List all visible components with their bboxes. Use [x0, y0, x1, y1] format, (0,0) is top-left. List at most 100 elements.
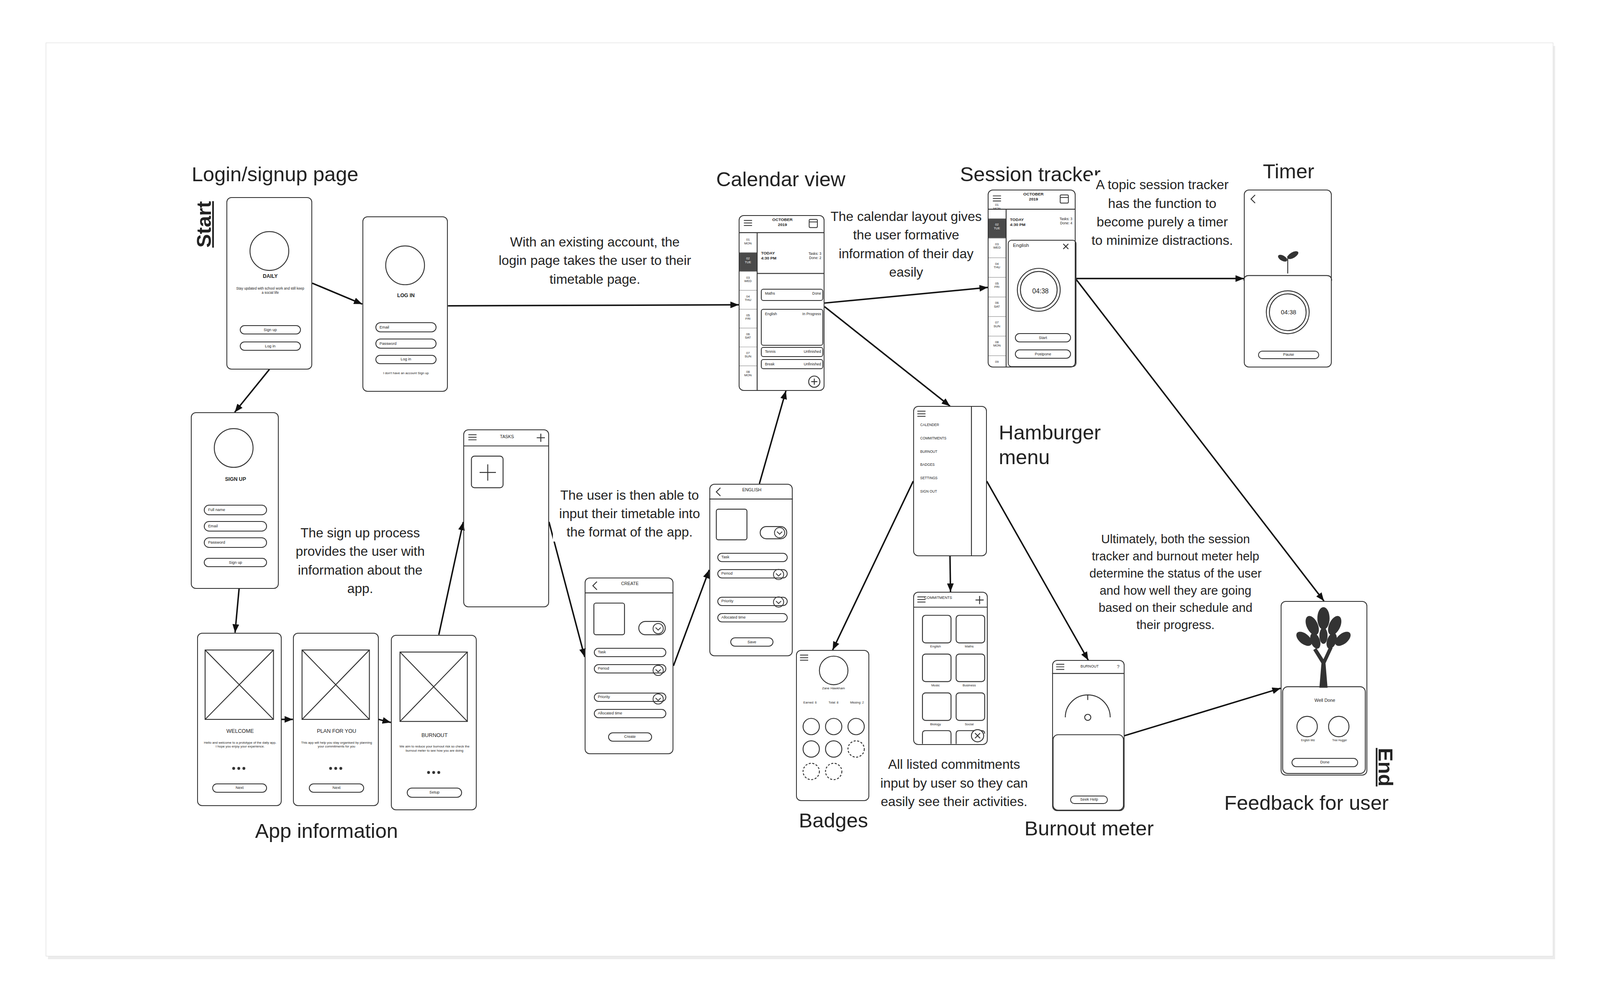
day-label: 02 TUE: [988, 223, 1006, 231]
screen-icons: [971, 729, 984, 742]
task-row: BreakUnfinished: [760, 359, 824, 370]
screen-icons: [302, 649, 370, 720]
screen-text: COMMITMENTS: [920, 436, 972, 441]
screen-heading: Hamburger menu: [998, 420, 1111, 470]
screen-icons: [463, 209, 1125, 674]
screen-text: Earned: 6: [798, 701, 822, 705]
screen-icons: [743, 220, 753, 226]
screen-icons: [992, 195, 1002, 201]
input-field: Period: [593, 664, 667, 674]
screen-text: Social: [952, 722, 986, 727]
button-pill: Log in: [375, 354, 437, 365]
screen-text: PLAN FOR YOU: [293, 728, 380, 735]
screen-frame: COMMITMENTSEnglishMathsMusicBusinessBiol…: [913, 591, 988, 745]
screen-text: CREATE: [585, 581, 675, 587]
screen-text: Stay updated with school work and still …: [235, 286, 306, 296]
day-label: 01 MON: [739, 238, 757, 246]
day-label: 02 TUE: [739, 256, 757, 265]
day-highlight: [738, 252, 758, 272]
screen-icons: [808, 375, 820, 388]
screen-icons: [205, 649, 274, 720]
screen-icons: [774, 527, 785, 538]
button-text: Priority: [721, 599, 734, 604]
annotation-note: The user is then able to input their tim…: [552, 485, 707, 542]
flow-marker: Start: [189, 193, 219, 255]
button-text: Allocated time: [598, 711, 623, 716]
screen-icons: [205, 649, 274, 720]
screen-text: Well Done: [1281, 697, 1369, 704]
button-text: Email: [208, 524, 218, 529]
button-text: Task: [598, 650, 607, 655]
input-field: Task: [593, 647, 667, 658]
screen-icons: [1243, 275, 1332, 281]
flow-arrow: [824, 306, 951, 407]
day-label: 03 WED: [988, 242, 1006, 250]
annotation-note: All listed commitments input by user so …: [879, 755, 1029, 811]
screen-text: SIGN UP: [191, 476, 280, 483]
button-text: Password: [379, 341, 397, 346]
button-text: Next: [235, 785, 244, 790]
screen-icons: [803, 740, 865, 780]
annotation-note: With an existing account, the login page…: [498, 232, 692, 289]
day-highlight: [987, 336, 1007, 337]
screen-text: Unfinished: [790, 362, 822, 367]
flow-arrow: [281, 718, 293, 721]
screen-icons: [1287, 256, 1289, 274]
screen-text: SIGN OUT: [920, 489, 972, 494]
screen-icons: [716, 509, 748, 540]
tree-illustration: [1276, 253, 1289, 263]
screen-text: Tasks: 3 Done: 2: [802, 251, 822, 261]
input-field: Email: [375, 322, 437, 333]
screen-icons: [847, 718, 865, 735]
screen-icons: [956, 693, 985, 721]
screen-icons: [1055, 664, 1065, 670]
flow-arrow: [438, 521, 463, 635]
screen-heading: Feedback for user: [1201, 790, 1412, 816]
flow-arrow: [824, 287, 988, 304]
button-text: Password: [208, 540, 226, 545]
screen-icons: [1266, 290, 1310, 334]
flow-arrow: [832, 481, 914, 651]
screen-icons: [249, 231, 289, 271]
screen-icons: [536, 433, 984, 604]
flow-arrow: [950, 556, 951, 592]
button-pill: Next: [308, 783, 365, 793]
screen-frame: ENGLISHTaskPeriodPriorityAllocated timeS…: [709, 483, 794, 657]
flow-arrow: [673, 570, 709, 666]
screen-icons: [593, 603, 625, 635]
screen-text: BURNOUT: [391, 732, 478, 739]
screen-icons: [329, 767, 333, 771]
button-text: Sign up: [263, 328, 277, 332]
screen-icons: [471, 456, 504, 488]
flow-arrow: [378, 719, 391, 723]
input-field: Allocated time: [593, 708, 667, 719]
screen-text: Maths: [765, 291, 794, 296]
screen-frame: TASKS: [463, 429, 550, 607]
screen-frame: BadgesZane HawkhamEarned: 6Total: 8Missi…: [796, 649, 870, 802]
button-text: Seek Help: [1080, 797, 1099, 802]
button-text: Save: [747, 640, 757, 645]
screen-icons: [437, 770, 441, 774]
task-row: TennisUnfinished: [760, 346, 824, 357]
screen-icons: [232, 767, 441, 775]
screen-text: TODAY 4:30 PM: [1009, 217, 1033, 227]
screen-text: Tree Hugger: [1329, 738, 1350, 743]
screen-icons: [922, 654, 951, 682]
screen-icons: [400, 652, 468, 722]
tree-illustration: [1317, 607, 1330, 630]
task-row: EnglishIn Progress: [760, 308, 824, 346]
screen-text: SETTINGS: [920, 476, 972, 481]
day-highlight: [987, 277, 1007, 278]
screen-icons: [811, 378, 818, 386]
day-highlight: [987, 218, 1007, 239]
button-text: Pause: [1283, 352, 1295, 357]
flow-marker: End: [1371, 736, 1400, 798]
screen-icons: [803, 763, 820, 780]
input-field: Priority: [717, 596, 788, 607]
screen-icons: [214, 428, 254, 468]
tree-illustration: [1313, 645, 1333, 688]
screen-frame: Session trackerOCTOBER 2019TODAY 4:30 PM…: [987, 189, 1076, 368]
day-label: 04 THU: [988, 262, 1006, 270]
